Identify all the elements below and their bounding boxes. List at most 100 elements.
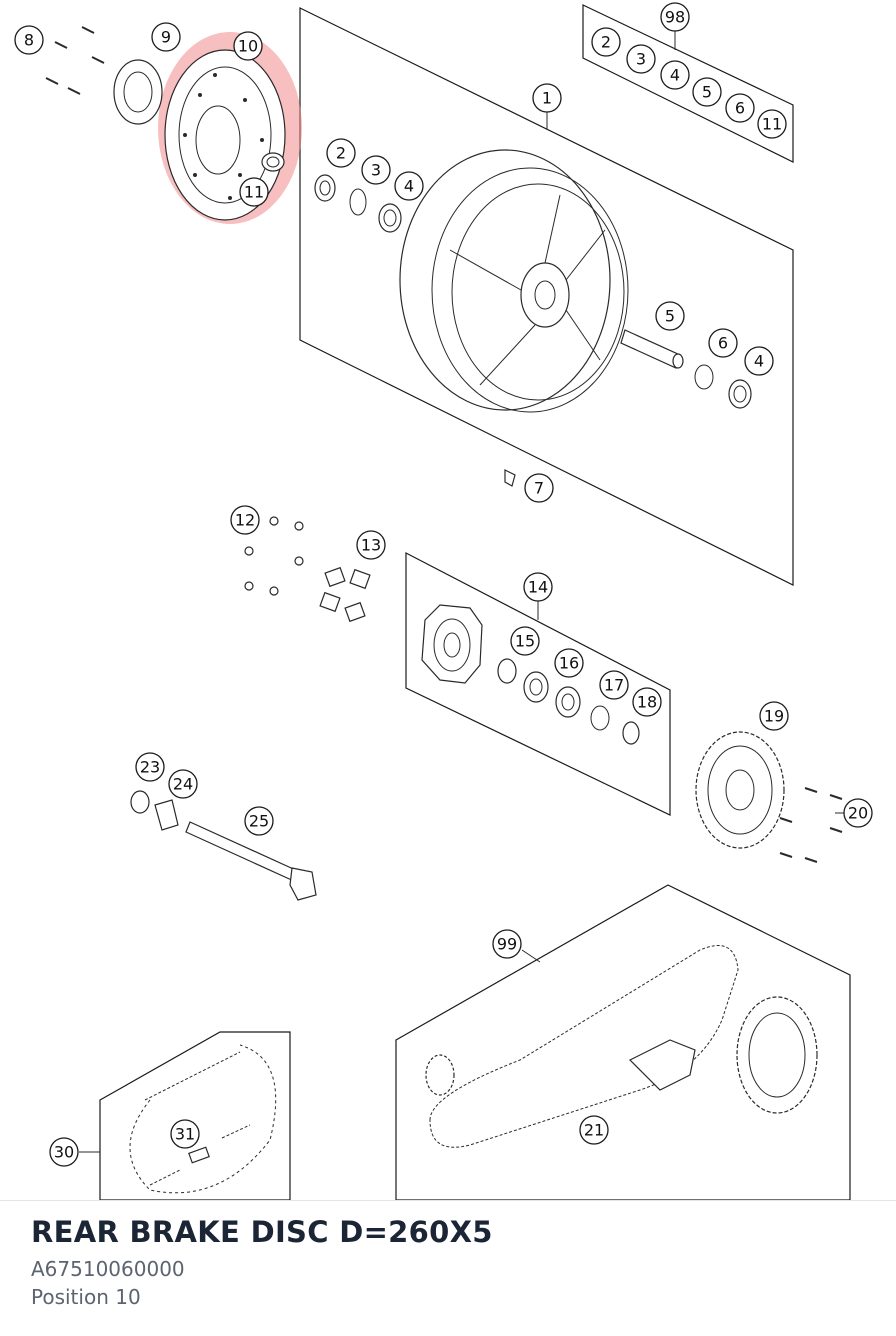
svg-text:25: 25 [249, 812, 269, 831]
callout-2[interactable]: 2 [326, 138, 356, 168]
sleeve-18-part[interactable] [622, 721, 640, 745]
damper-rubber-part[interactable] [319, 566, 371, 623]
callout-13[interactable]: 13 [356, 530, 386, 560]
svg-text:16: 16 [559, 654, 579, 673]
rear-sprocket-part[interactable] [695, 731, 785, 849]
svg-text:14: 14 [528, 578, 548, 597]
callout-9[interactable]: 9 [151, 22, 181, 52]
callout-16[interactable]: 16 [554, 648, 584, 678]
disc-adapter-part[interactable] [113, 59, 163, 125]
bearing-16b-part[interactable] [555, 686, 581, 718]
part-number: A67510060000 [31, 1257, 185, 1281]
bearing-16-part[interactable] [523, 671, 549, 703]
callout-4-right[interactable]: 4 [744, 346, 774, 376]
callout-4[interactable]: 4 [394, 171, 424, 201]
svg-text:2: 2 [601, 33, 611, 52]
callout-18[interactable]: 18 [632, 687, 662, 717]
callout-1[interactable]: 1 [532, 83, 562, 113]
wheel-assembly-frame [299, 7, 794, 586]
callout-19[interactable]: 19 [759, 701, 789, 731]
nuts-group[interactable] [244, 516, 304, 596]
wheel-axle-part[interactable] [185, 821, 317, 901]
svg-text:5: 5 [665, 307, 675, 326]
svg-text:21: 21 [584, 1121, 604, 1140]
callout-14[interactable]: 14 [523, 572, 553, 602]
svg-text:1: 1 [542, 89, 552, 108]
svg-text:4: 4 [754, 352, 764, 371]
svg-text:18: 18 [637, 693, 657, 712]
svg-text:20: 20 [848, 804, 868, 823]
screws-group[interactable] [45, 26, 105, 95]
svg-text:7: 7 [534, 479, 544, 498]
spacer-part[interactable] [261, 152, 285, 172]
leader-lines [79, 31, 844, 1153]
svg-text:24: 24 [173, 775, 193, 794]
callout-24[interactable]: 24 [168, 769, 198, 799]
bearing-part-left[interactable] [378, 203, 402, 233]
part-position: Position 10 [31, 1285, 141, 1309]
callout-5[interactable]: 5 [655, 301, 685, 331]
callout-17[interactable]: 17 [599, 670, 629, 700]
chain-kit-part[interactable] [425, 945, 818, 1148]
callout-8[interactable]: 8 [14, 25, 44, 55]
sprocket-carrier-part[interactable] [421, 604, 483, 684]
callout-6[interactable]: 6 [708, 328, 738, 358]
svg-text:11: 11 [244, 183, 264, 202]
callout-11[interactable]: 11 [239, 177, 269, 207]
svg-text:3: 3 [636, 50, 646, 69]
svg-text:31: 31 [175, 1125, 195, 1144]
shaft-seal-part[interactable] [314, 174, 336, 202]
svg-text:12: 12 [235, 511, 255, 530]
callout-3[interactable]: 3 [361, 155, 391, 185]
bearing-part-right[interactable] [728, 379, 752, 409]
svg-text:8: 8 [24, 31, 34, 50]
svg-text:11: 11 [762, 115, 782, 134]
kit-callout-4[interactable]: 4 [660, 60, 690, 90]
callout-23[interactable]: 23 [135, 752, 165, 782]
part-title: REAR BRAKE DISC D=260X5 [31, 1215, 493, 1249]
callout-20[interactable]: 20 [843, 798, 873, 828]
spacer-sleeve-part[interactable] [620, 329, 684, 369]
kit-callout-6[interactable]: 6 [725, 93, 755, 123]
exploded-parts-diagram: 1 2 3 4 5 6 4 7 8 9 10 11 98 2 3 4 5 6 1… [14, 2, 873, 1200]
valve-part[interactable] [504, 469, 516, 487]
svg-text:9: 9 [161, 28, 171, 47]
seal-15-part[interactable] [497, 658, 517, 684]
svg-text:99: 99 [497, 935, 517, 954]
svg-text:19: 19 [764, 707, 784, 726]
callout-98[interactable]: 98 [660, 2, 690, 32]
kit-callout-11[interactable]: 11 [757, 109, 787, 139]
sprocket-screws-group[interactable] [779, 787, 843, 863]
kit-callout-5[interactable]: 5 [692, 77, 722, 107]
axle-nut-part[interactable] [130, 790, 150, 814]
chain-adjuster-part[interactable] [154, 799, 179, 831]
ring-17-part[interactable] [590, 705, 610, 731]
callout-10[interactable]: 10 [233, 31, 263, 61]
callout-12[interactable]: 12 [230, 505, 260, 535]
rear-wheel-part[interactable] [399, 149, 629, 413]
svg-text:17: 17 [604, 676, 624, 695]
kit-callout-3[interactable]: 3 [626, 44, 656, 74]
svg-text:4: 4 [404, 177, 414, 196]
svg-text:13: 13 [361, 536, 381, 555]
chain-joint-part[interactable] [129, 1044, 277, 1194]
selected-part-panel: REAR BRAKE DISC D=260X5 A67510060000 Pos… [0, 1200, 896, 1336]
callout-21[interactable]: 21 [579, 1115, 609, 1145]
callout-25[interactable]: 25 [244, 806, 274, 836]
callout-7[interactable]: 7 [524, 473, 554, 503]
circlip-part[interactable] [349, 188, 367, 216]
callout-15[interactable]: 15 [510, 626, 540, 656]
svg-text:5: 5 [702, 83, 712, 102]
chain-joint-frame [99, 1031, 291, 1200]
callout-99[interactable]: 99 [492, 929, 522, 959]
callout-30[interactable]: 30 [49, 1137, 79, 1167]
svg-text:3: 3 [371, 161, 381, 180]
svg-text:6: 6 [718, 334, 728, 353]
svg-text:2: 2 [336, 144, 346, 163]
svg-text:15: 15 [515, 632, 535, 651]
kit-callout-2[interactable]: 2 [591, 27, 621, 57]
chain-kit-frame [395, 884, 851, 1200]
spacer-ring-part[interactable] [694, 364, 714, 390]
kit-98-frame [582, 4, 794, 163]
callout-31[interactable]: 31 [170, 1119, 200, 1149]
